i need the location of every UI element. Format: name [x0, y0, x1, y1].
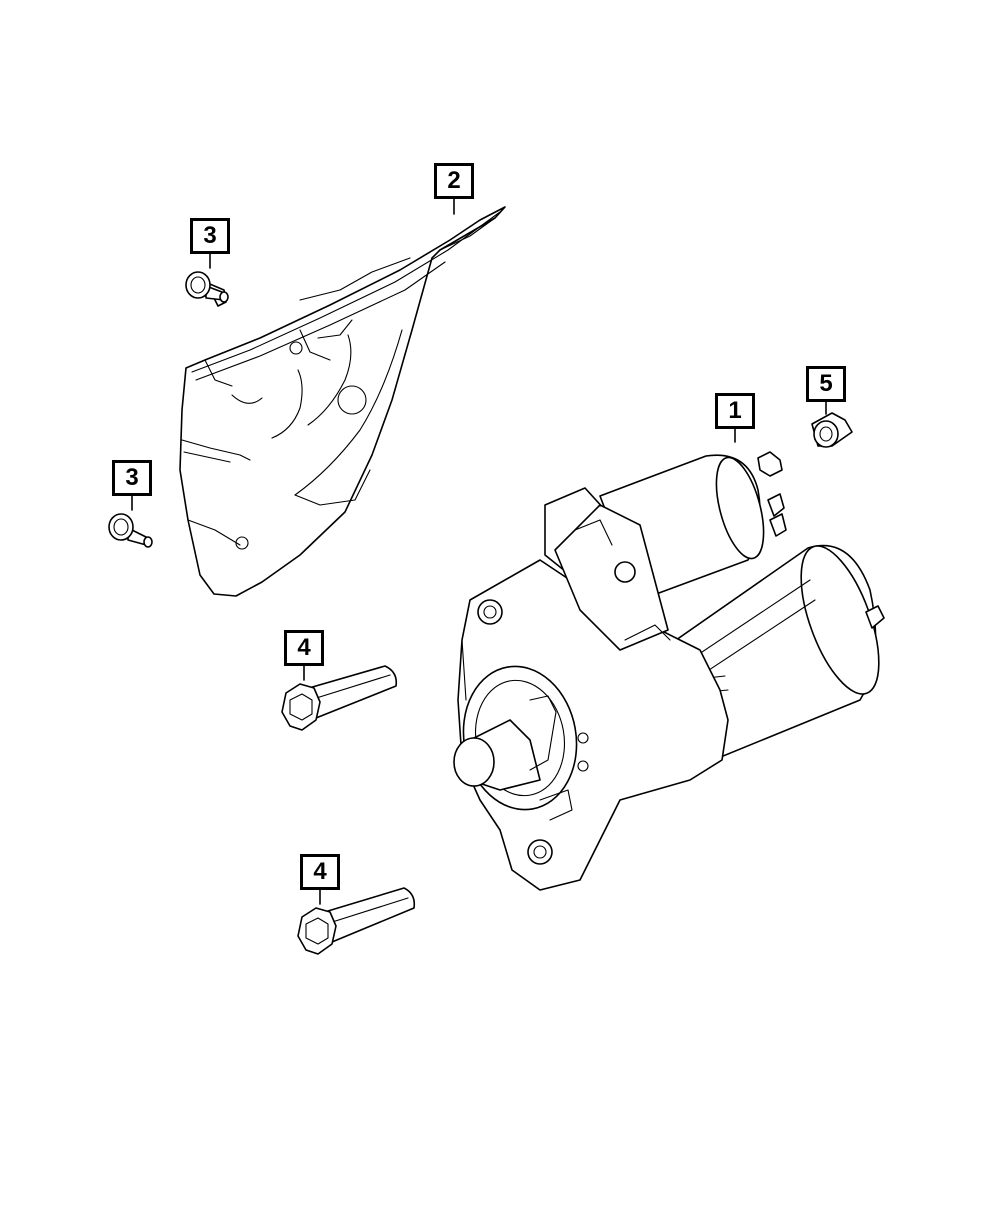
heat-shield-part [179, 206, 506, 597]
bolt-part-upper [281, 665, 398, 731]
starter-motor-part [453, 451, 885, 891]
bushing-part [811, 412, 853, 448]
stud-nut-part-upper [185, 271, 229, 307]
callout-part-2: 2 [434, 163, 474, 199]
bolt-part-lower [297, 887, 416, 955]
callout-part-4-lower: 4 [300, 854, 340, 890]
callout-part-4-upper: 4 [284, 630, 324, 666]
callout-part-5: 5 [806, 366, 846, 402]
callout-part-3-upper: 3 [190, 218, 230, 254]
callout-part-3-lower: 3 [112, 460, 152, 496]
leader-lines [131, 198, 827, 905]
callout-part-1: 1 [715, 393, 755, 429]
stud-nut-part-lower [108, 513, 153, 548]
